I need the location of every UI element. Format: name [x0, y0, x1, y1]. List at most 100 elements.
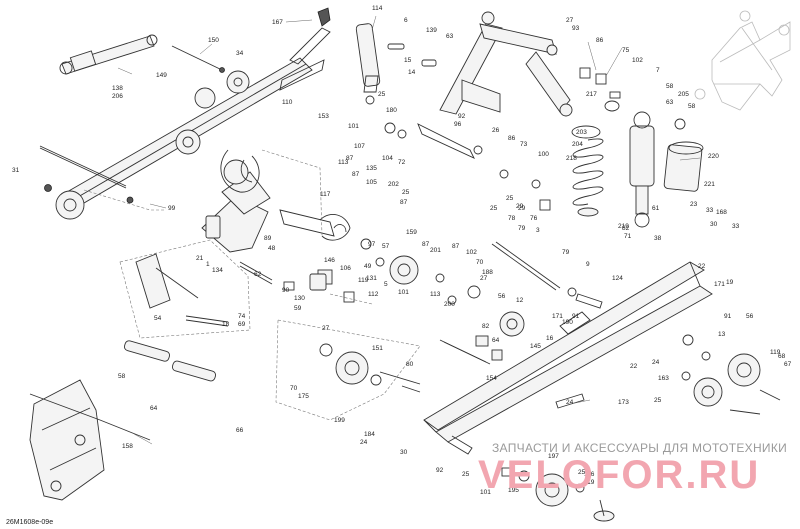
diagram-code: 26M1608e-09e — [6, 519, 53, 526]
callout-number: 130 — [294, 295, 305, 302]
callout-number: 30 — [400, 449, 408, 456]
callout-number: 220 — [708, 153, 719, 160]
callout-number: 107 — [354, 143, 365, 150]
callout-number: 63 — [446, 33, 454, 40]
callout-number: 90 — [282, 287, 290, 294]
callout-number: 89 — [264, 235, 272, 242]
lower-idler-wheel — [319, 339, 491, 393]
callout-number: 86 — [596, 37, 604, 44]
callout-number: 71 — [624, 233, 632, 240]
callout-number: 58 — [118, 373, 126, 380]
rear-shock-spring — [571, 100, 704, 228]
callout-number: 154 — [486, 375, 497, 382]
callout-number: 31 — [12, 167, 20, 174]
callout-number: 49 — [364, 263, 372, 270]
reference-suspension-sketch — [694, 10, 791, 111]
callout-number: 110 — [282, 99, 293, 106]
callout-number: 146 — [324, 257, 335, 264]
callout-number: 218 — [566, 155, 577, 162]
callout-number: 188 — [482, 269, 493, 276]
callout-number: 91 — [572, 313, 580, 320]
callout-number: 1 — [206, 261, 210, 268]
callout-number: 184 — [364, 431, 375, 438]
callout-number: 73 — [520, 141, 528, 148]
watermark-brand: VELOFOR.RU — [478, 453, 760, 497]
callout-number: 21 — [196, 255, 204, 262]
callout-number: 14 — [408, 69, 416, 76]
callout-number: 150 — [208, 37, 219, 44]
callout-number: 70 — [290, 385, 298, 392]
callout-number: 135 — [366, 165, 377, 172]
callout-number: 116 — [584, 471, 595, 478]
callout-number: 87 — [452, 243, 460, 250]
callout-number: 99 — [168, 205, 176, 212]
callout-number: 58 — [666, 83, 674, 90]
callout-number: 168 — [716, 209, 727, 216]
callout-number: 34 — [236, 50, 244, 57]
callout-number: 25 — [506, 195, 514, 202]
callout-number: 7 — [656, 67, 660, 74]
callout-number: 97 — [368, 241, 376, 248]
callout-number: 93 — [572, 25, 580, 32]
callout-number: 25 — [462, 471, 470, 478]
callout-number: 86 — [508, 135, 516, 142]
rear-rail-slide — [423, 261, 713, 455]
callout-number: 29 — [518, 205, 526, 212]
callout-number: 64 — [150, 405, 158, 412]
callout-number: 114 — [372, 5, 383, 12]
callout-number: 167 — [272, 19, 283, 26]
callout-number: 27 — [566, 17, 574, 24]
callout-number: 131 — [366, 275, 377, 282]
callout-number: 26 — [492, 127, 500, 134]
callout-number: 190 — [562, 319, 573, 326]
callout-number: 104 — [382, 155, 393, 162]
bottom-idler-wheel — [501, 467, 615, 522]
callout-number: 202 — [388, 181, 399, 188]
callout-number: 221 — [704, 181, 715, 188]
right-rear-wheels — [681, 334, 781, 415]
callout-number: 79 — [518, 225, 526, 232]
callout-number: 139 — [426, 27, 437, 34]
callout-number: 203 — [576, 129, 587, 136]
callout-number: 25 — [578, 469, 586, 476]
callout-number: 124 — [612, 275, 623, 282]
callout-number: 57 — [382, 243, 390, 250]
callout-number: 80 — [406, 361, 414, 368]
callout-number: 200 — [444, 301, 455, 308]
callout-number: 82 — [622, 225, 630, 232]
callout-number: 217 — [586, 91, 597, 98]
shock-absorber-left — [59, 34, 158, 75]
callout-number: 56 — [746, 313, 754, 320]
callout-number: 112 — [368, 291, 379, 298]
callout-number: 24 — [652, 359, 660, 366]
leader-lines — [117, 15, 701, 445]
callout-number: 96 — [454, 121, 462, 128]
callout-number: 18 — [222, 321, 230, 328]
callout-number: 117 — [320, 191, 331, 198]
callout-number: 119 — [358, 277, 369, 284]
callout-number: 138 — [112, 85, 123, 92]
callout-number: 76 — [530, 215, 538, 222]
callout-number: 68 — [778, 353, 786, 360]
callout-number: 15 — [404, 57, 412, 64]
callout-number: 13 — [718, 331, 726, 338]
callout-number: 87 — [352, 171, 360, 178]
callout-number: 12 — [516, 297, 524, 304]
callout-number: 102 — [466, 249, 477, 256]
callout-number: 91 — [724, 313, 732, 320]
callout-number: 205 — [678, 91, 689, 98]
callout-number: 33 — [706, 207, 714, 214]
callout-number: 75 — [622, 47, 630, 54]
callout-number: 54 — [154, 315, 162, 322]
callout-number: 113 — [430, 291, 441, 298]
rod-150 — [171, 45, 225, 73]
callout-number: 58 — [688, 103, 696, 110]
callout-number: 27 — [480, 275, 488, 282]
rod-99 — [39, 145, 127, 189]
callout-number: 24 — [566, 399, 574, 406]
callout-number: 3 — [536, 227, 540, 234]
callout-number: 19 — [726, 279, 734, 286]
callout-number: 56 — [498, 293, 506, 300]
callout-number: 100 — [538, 151, 549, 158]
